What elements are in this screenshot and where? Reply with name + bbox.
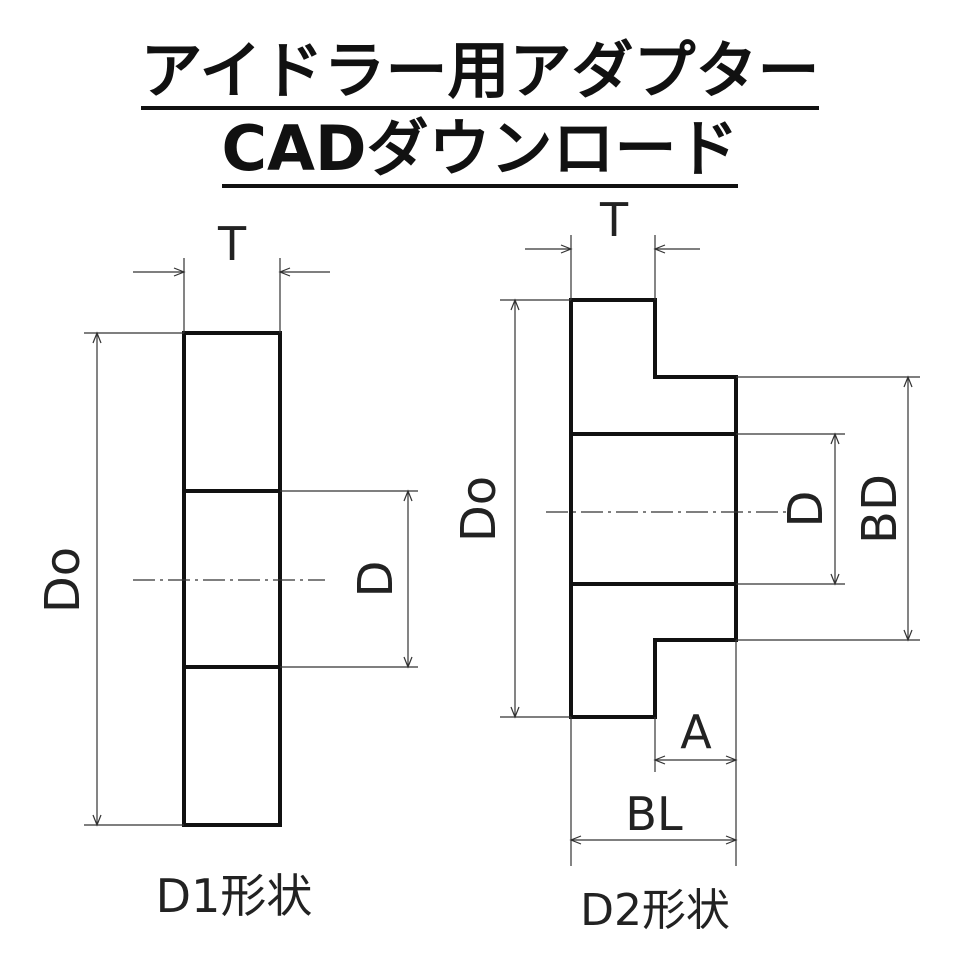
d2-body xyxy=(569,298,738,719)
d2-a-label: A xyxy=(680,705,712,759)
d2-do-label: Do xyxy=(451,476,507,542)
d1-drawing: T Do D D1形状 xyxy=(35,217,418,923)
d1-body xyxy=(182,331,282,827)
d2-drawing: T Do D BD A BL D2形状 xyxy=(451,193,920,936)
title-line-1: アイドラー用アダプター xyxy=(0,34,960,111)
d2-bd-label: BD xyxy=(852,474,908,544)
d1-do-label: Do xyxy=(35,547,91,613)
title-line-2[interactable]: CADダウンロード xyxy=(0,112,960,189)
cad-download-link[interactable]: CADダウンロード xyxy=(221,113,739,189)
d1-d-label: D xyxy=(348,561,404,598)
d1-shape-label: D1形状 xyxy=(156,869,313,923)
d1-t-label: T xyxy=(217,217,247,271)
d2-bl-label: BL xyxy=(625,787,683,841)
title-text-1: アイドラー用アダプター xyxy=(140,35,820,111)
d2-shape-label: D2形状 xyxy=(580,885,730,936)
d2-t-label: T xyxy=(599,193,629,247)
d2-d-label: D xyxy=(778,491,834,528)
